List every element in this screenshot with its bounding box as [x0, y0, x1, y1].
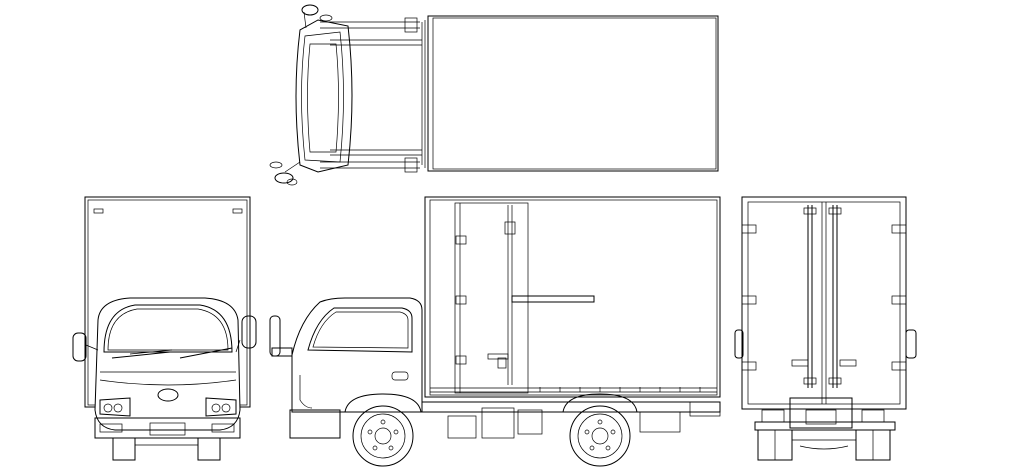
top-left-mirror	[301, 4, 333, 29]
top-cargo-box	[427, 15, 719, 172]
tail-light-right	[861, 409, 885, 423]
headlight-left	[99, 397, 131, 417]
front-left-mirror	[72, 332, 87, 362]
side-window	[307, 307, 413, 353]
front-cab	[94, 297, 241, 431]
tail-light-left	[761, 409, 785, 423]
rear-hinges	[741, 224, 907, 371]
front-view	[72, 196, 257, 461]
front-right-mirror	[241, 315, 257, 349]
headlight-right	[205, 397, 237, 417]
side-view	[269, 196, 721, 467]
rear-view	[734, 196, 917, 461]
rear-lock-rods	[791, 205, 857, 388]
rear-bumper	[754, 421, 896, 431]
rear-frame	[789, 397, 853, 429]
front-bumper	[94, 417, 241, 439]
top-view	[269, 4, 719, 186]
license-plate	[149, 422, 186, 436]
door-handle	[391, 371, 409, 381]
side-cab	[291, 297, 423, 413]
front-wheel	[344, 393, 422, 467]
fuel-tank	[447, 415, 477, 439]
top-cab-roof	[295, 19, 353, 173]
front-tyre-right	[197, 437, 221, 461]
rear-wheel	[562, 393, 638, 467]
rear-cargo-box	[741, 196, 907, 410]
side-door	[454, 202, 529, 394]
front-tyre-left	[112, 437, 136, 461]
side-cargo-box	[424, 196, 721, 398]
top-right-mirror	[269, 161, 301, 186]
front-emblem	[157, 388, 179, 402]
side-bumper	[289, 409, 341, 439]
side-mirror	[271, 347, 293, 357]
chassis-frame	[421, 401, 721, 413]
wiper-left	[111, 351, 171, 359]
side-door-handle	[511, 295, 595, 303]
wiper-right	[179, 347, 233, 359]
front-windshield	[103, 304, 233, 353]
